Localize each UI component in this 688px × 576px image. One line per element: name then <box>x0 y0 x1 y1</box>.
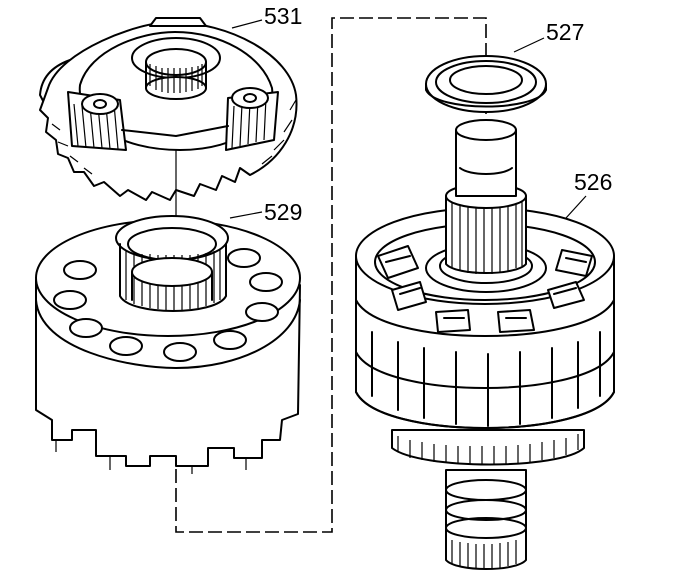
callout-529: 529 <box>264 199 302 225</box>
part-527-thrust-washer <box>425 55 547 113</box>
leader-line-527 <box>513 37 545 53</box>
leader-line-529 <box>229 211 263 219</box>
leader-line-531 <box>231 19 263 29</box>
callout-526: 526 <box>574 169 612 195</box>
callout-527: 527 <box>546 19 584 45</box>
callout-531: 531 <box>264 3 302 29</box>
part-531-carrier-cover <box>39 17 298 201</box>
part-529-carrier-housing <box>35 215 301 474</box>
part-526-shaft-carrier-assembly <box>355 119 615 570</box>
assembly-guide-dashed-line <box>175 17 487 533</box>
leader-line-526 <box>565 195 587 219</box>
